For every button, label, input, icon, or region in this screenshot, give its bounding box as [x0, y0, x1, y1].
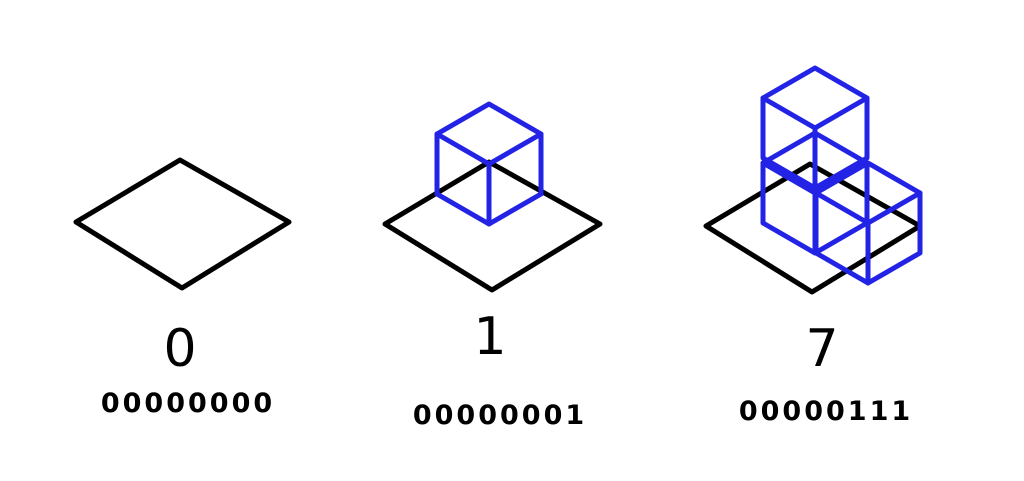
- decimal-value-label: 0: [163, 319, 196, 379]
- cube-edge: [434, 101, 544, 167]
- panel-one: 1 00000001: [382, 101, 603, 431]
- cube-stack: [760, 65, 923, 286]
- cube: [434, 101, 544, 227]
- base-tile: [382, 159, 603, 293]
- panel-seven: 7 00000111: [703, 65, 923, 427]
- binary-value-label: 00000001: [413, 400, 587, 431]
- base-tile: [73, 157, 292, 291]
- cube: [813, 160, 923, 286]
- panel-zero: 0 00000000: [73, 157, 292, 419]
- binary-value-label: 00000111: [739, 396, 913, 427]
- decimal-value-label: 1: [473, 307, 506, 367]
- cube-edge: [760, 65, 870, 131]
- cube-stack: [434, 101, 544, 227]
- decimal-value-label: 7: [805, 319, 838, 379]
- cube: [760, 65, 870, 191]
- binary-value-label: 00000000: [101, 388, 275, 419]
